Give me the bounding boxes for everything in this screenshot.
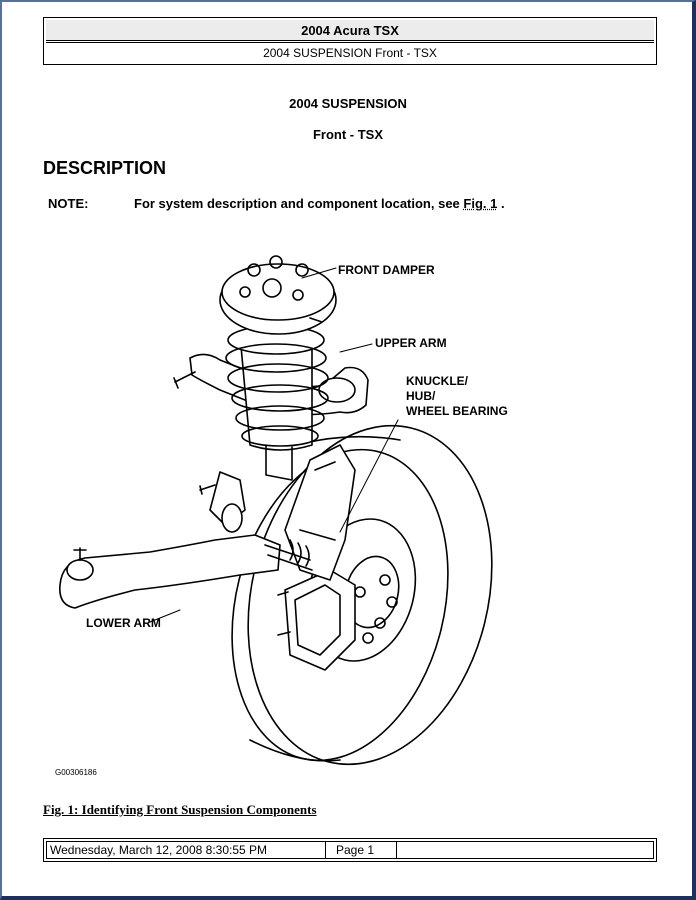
driveshaft-illustration (264, 539, 313, 571)
figure-id: G00306186 (55, 768, 97, 777)
section-title: 2004 SUSPENSION (289, 96, 407, 111)
document-header: 2004 Acura TSX 2004 SUSPENSION Front - T… (43, 17, 657, 65)
figure-caption: Fig. 1: Identifying Front Suspension Com… (43, 802, 317, 817)
section-subtitle: Front - TSX (312, 127, 384, 142)
suspension-drawing (58, 255, 493, 766)
caliper-illustration (277, 569, 356, 671)
callout-knuckle-line1: KNUCKLE/ (406, 374, 468, 388)
note-label: NOTE: (48, 196, 89, 211)
callout-knuckle-line3: WHEEL BEARING (406, 404, 508, 418)
description-heading: DESCRIPTION (43, 158, 167, 178)
callout-front-damper: FRONT DAMPER (338, 263, 435, 277)
callout-lower-arm: LOWER ARM (86, 616, 161, 630)
note-end: . (497, 196, 505, 211)
callout-upper-arm: UPPER ARM (375, 336, 447, 350)
footer-empty-cell (397, 842, 653, 858)
note-body: For system description and component loc… (134, 196, 460, 211)
coil-spring-illustration (219, 255, 337, 481)
suspension-diagram: FRONT DAMPER UPPER ARM KNUCKLE/ HUB/ WHE… (40, 240, 560, 780)
leader-lines (149, 267, 399, 623)
document-footer: Wednesday, March 12, 2008 8:30:55 PM Pag… (43, 838, 657, 862)
document-subtitle: 2004 SUSPENSION Front - TSX (46, 42, 654, 62)
document-title: 2004 Acura TSX (46, 20, 654, 41)
footer-datetime: Wednesday, March 12, 2008 8:30:55 PM (47, 842, 326, 858)
figure-link[interactable]: Fig. 1 (463, 196, 498, 211)
note-text: For system description and component loc… (134, 196, 505, 211)
callout-knuckle-line2: HUB/ (406, 389, 436, 403)
footer-page-number: Page 1 (326, 842, 397, 858)
lower-arm-illustration (58, 471, 281, 609)
knuckle-illustration (284, 444, 356, 581)
